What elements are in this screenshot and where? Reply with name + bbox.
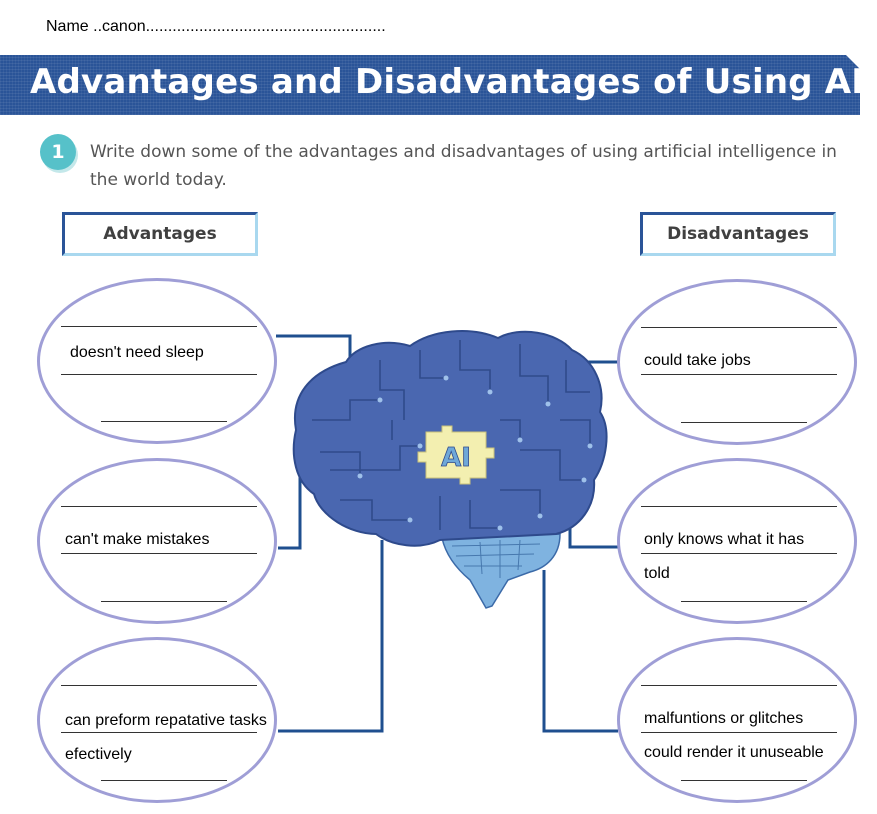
disadvantage-bubble-3 <box>617 637 857 803</box>
connector-adv-3 <box>278 540 384 733</box>
write-line <box>61 685 257 686</box>
brain-circuit-lines <box>312 340 591 530</box>
write-line <box>101 780 227 781</box>
disadvantages-heading: Disadvantages <box>640 212 836 256</box>
disadvantage-answer-2[interactable]: only knows what it has <box>644 531 805 548</box>
write-line <box>681 601 807 602</box>
page-title: Advantages and Disadvantages of Using AI <box>30 62 865 102</box>
write-line <box>641 685 837 686</box>
ai-chip-icon <box>417 425 495 485</box>
advantage-answer-1[interactable]: doesn't need sleep <box>70 344 204 361</box>
connector-dis-3 <box>542 570 618 733</box>
disadvantage-bubble-2 <box>617 458 857 624</box>
disadvantage-answer-3-cont[interactable]: could render it unuseable <box>644 744 824 761</box>
advantage-bubble-1 <box>37 278 277 444</box>
disadvantage-answer-2-cont[interactable]: told <box>644 565 670 582</box>
advantage-bubble-3 <box>37 637 277 803</box>
brain-stem-icon <box>441 533 561 609</box>
write-line <box>641 327 837 328</box>
question-instruction: Write down some of the advantages and di… <box>90 142 837 190</box>
write-line <box>61 326 257 327</box>
banner-corner <box>846 55 860 69</box>
question-number-badge: 1 <box>40 134 76 170</box>
write-line <box>641 553 837 554</box>
disadvantage-answer-3[interactable]: malfuntions or glitches <box>644 710 804 727</box>
disadvantage-bubble-1 <box>617 279 857 445</box>
write-line <box>61 553 257 554</box>
advantage-answer-2[interactable]: can't make mistakes <box>65 531 210 548</box>
write-line <box>61 374 257 375</box>
write-line <box>681 422 807 423</box>
write-line <box>641 374 837 375</box>
write-line <box>681 780 807 781</box>
disadvantage-answer-1[interactable]: could take jobs <box>644 352 751 369</box>
advantage-answer-3[interactable]: can preform repatative tasks <box>65 712 267 729</box>
write-line <box>641 732 837 733</box>
write-line <box>61 506 257 507</box>
advantage-bubble-2 <box>37 458 277 624</box>
write-line <box>641 506 837 507</box>
write-line <box>61 732 257 733</box>
brain-circuit-nodes <box>357 375 593 531</box>
ai-chip-label: AI <box>441 443 471 473</box>
name-field[interactable]: Name ..canon............................… <box>46 18 386 35</box>
advantages-heading: Advantages <box>62 212 258 256</box>
write-line <box>101 421 227 422</box>
title-banner <box>0 55 860 115</box>
advantage-answer-3-cont[interactable]: efectively <box>65 746 132 763</box>
write-line <box>101 601 227 602</box>
